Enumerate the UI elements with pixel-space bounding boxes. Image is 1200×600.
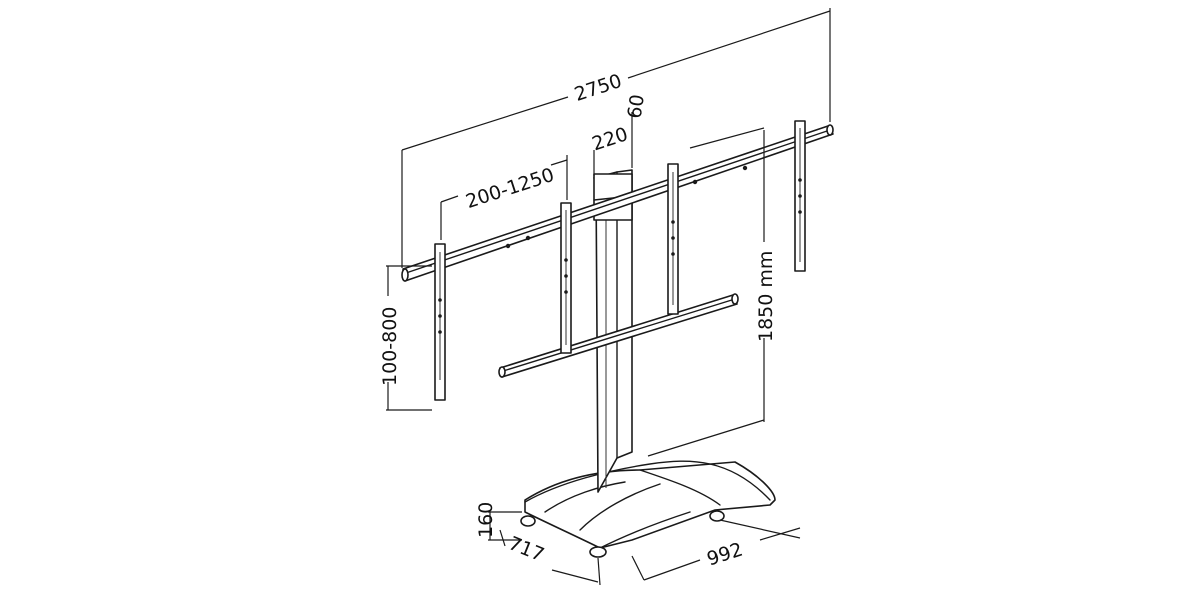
dimension-vesa-vertical: 100-800 (379, 265, 432, 411)
dimension-post-width: 220 (589, 123, 631, 176)
dimension-overall-height: 1850 mm (647, 127, 777, 457)
label-vesa-horizontal: 200-1250 (463, 164, 557, 213)
vesa-arm-right-outer (794, 120, 806, 272)
upper-rail (401, 124, 834, 282)
label-vesa-vertical: 100-800 (379, 307, 401, 386)
lower-rail (498, 293, 739, 378)
label-base-depth: 717 (505, 532, 547, 566)
vesa-arm-left-inner (560, 202, 572, 354)
label-overall-height: 1850 mm (755, 251, 777, 342)
label-base-height: 160 (475, 502, 497, 538)
label-overall-width: 2750 (572, 70, 625, 106)
vesa-arm-right-inner (667, 163, 679, 315)
stand-base (520, 460, 776, 558)
label-post-depth: 60 (624, 93, 649, 120)
vesa-arm-left-outer (434, 243, 446, 401)
dimension-base-height: 160 (475, 502, 522, 541)
label-post-width: 220 (589, 123, 630, 155)
label-base-width: 992 (704, 538, 745, 570)
dimension-post-depth: 60 (624, 93, 649, 168)
